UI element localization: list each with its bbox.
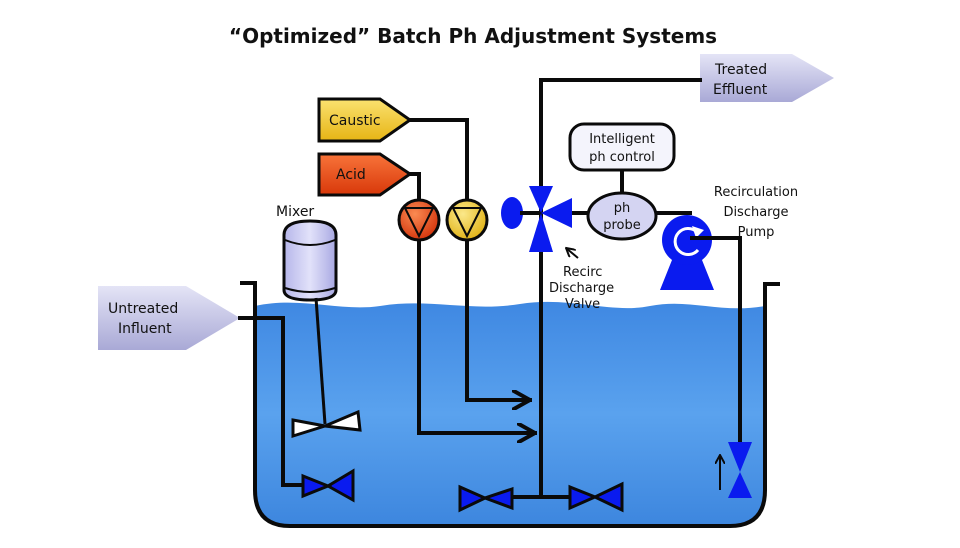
svg-text:probe: probe xyxy=(603,218,641,233)
svg-text:ph: ph xyxy=(614,201,631,216)
recirc-discharge-valve xyxy=(501,186,572,252)
untreated-influent-tag: Untreated Influent xyxy=(98,286,240,350)
svg-text:Caustic: Caustic xyxy=(329,113,381,129)
svg-text:Acid: Acid xyxy=(336,167,366,183)
svg-text:Recirculation: Recirculation xyxy=(714,185,798,200)
treated-effluent-tag: Treated Effluent xyxy=(700,54,834,102)
svg-text:Effluent: Effluent xyxy=(713,82,768,98)
svg-text:Discharge: Discharge xyxy=(549,281,614,296)
svg-text:ph control: ph control xyxy=(589,150,655,165)
svg-text:Treated: Treated xyxy=(714,62,767,78)
intelligent-ph-control: Intelligent ph control xyxy=(568,122,676,172)
tank xyxy=(240,281,780,528)
pump-suction-valve xyxy=(720,442,752,498)
recirculation-pump: Recirculation Discharge Pump xyxy=(660,185,798,290)
svg-text:Recirc: Recirc xyxy=(563,265,602,280)
caustic-metering-pump xyxy=(445,198,489,242)
svg-text:Valve: Valve xyxy=(565,297,600,312)
tank-water xyxy=(255,301,765,526)
ph-probe: ph probe xyxy=(586,191,658,241)
caustic-tag: Caustic xyxy=(317,97,413,143)
acid-metering-pump xyxy=(397,198,441,242)
tank-wall xyxy=(240,281,780,528)
svg-text:Discharge: Discharge xyxy=(723,205,788,220)
svg-text:Pump: Pump xyxy=(738,225,775,240)
influent-valve xyxy=(301,468,355,503)
acid-tag: Acid xyxy=(317,152,413,197)
svg-text:Mixer: Mixer xyxy=(276,204,314,220)
pipes xyxy=(238,78,742,499)
diagram-title: “Optimized” Batch Ph Adjustment Systems xyxy=(229,24,717,48)
mixer: Mixer xyxy=(276,204,362,439)
svg-text:Intelligent: Intelligent xyxy=(589,132,655,147)
recirc-valve-label: Recirc Discharge Valve xyxy=(549,248,614,312)
bottom-right-valve xyxy=(568,481,624,513)
bottom-left-valve xyxy=(458,484,514,513)
svg-text:Untreated: Untreated xyxy=(108,301,178,317)
svg-text:Influent: Influent xyxy=(118,321,172,337)
